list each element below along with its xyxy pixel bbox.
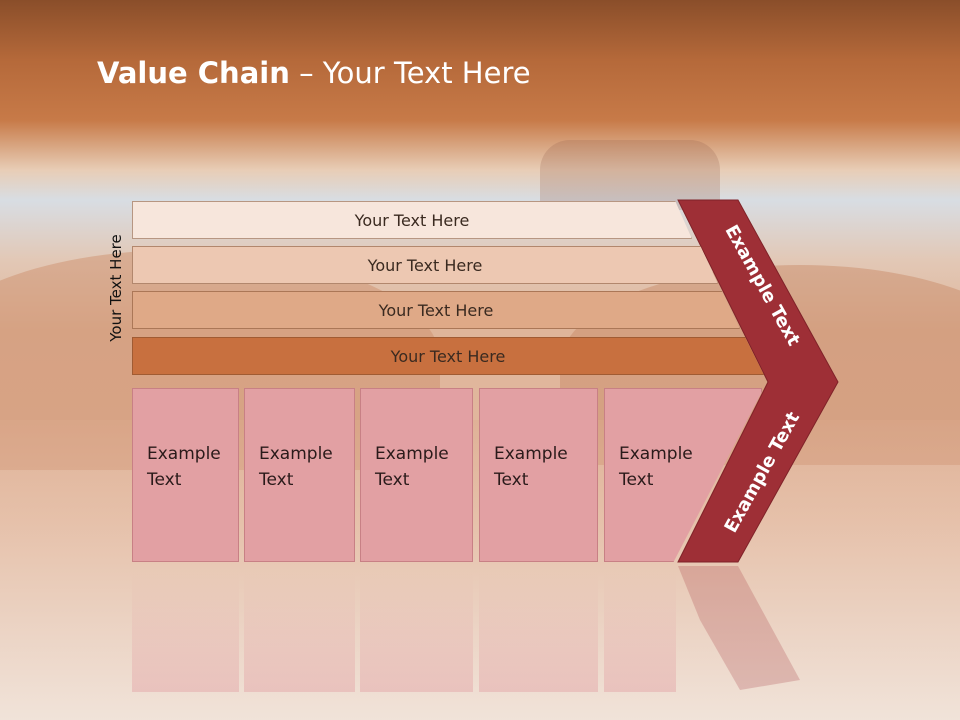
cell-1-line2: Text [147,470,182,490]
side-label: Your Text Here [107,234,125,342]
slide-title-bold: Value Chain [97,56,290,90]
cell-2-line2: Text [259,470,294,490]
cell-1-reflection [132,572,239,692]
cell-4-line1: Example [494,444,568,464]
bar-2-label: Your Text Here [367,255,483,275]
cell-4-reflection [479,572,598,692]
cell-3-reflection [360,572,473,692]
cell-3-line2: Text [375,470,410,490]
cell-4: Example Text [479,388,598,562]
cell-1: Example Text [132,388,239,562]
bar-2: Your Text Here [132,246,718,284]
bar-4-label: Your Text Here [390,346,506,366]
bar-1-label: Your Text Here [354,210,470,230]
cell-2-reflection [244,572,355,692]
bar-3-label: Your Text Here [378,300,494,320]
cell-5-reflection [604,572,676,692]
cell-2-line1: Example [259,444,333,464]
cell-1-line1: Example [147,444,221,464]
cell-3-line1: Example [375,444,449,464]
slide-title-rest: – Your Text Here [289,56,531,90]
slide-title: Value Chain – Your Text Here [97,56,531,90]
cell-5-line2: Text [619,470,654,490]
bar-4: Your Text Here [132,337,764,375]
cell-5-line1: Example [619,444,693,464]
cell-2: Example Text [244,388,355,562]
bar-1: Your Text Here [132,201,692,239]
cell-3: Example Text [360,388,473,562]
cell-4-line2: Text [494,470,529,490]
background-pipe-structure [540,140,720,210]
bar-3: Your Text Here [132,291,740,329]
